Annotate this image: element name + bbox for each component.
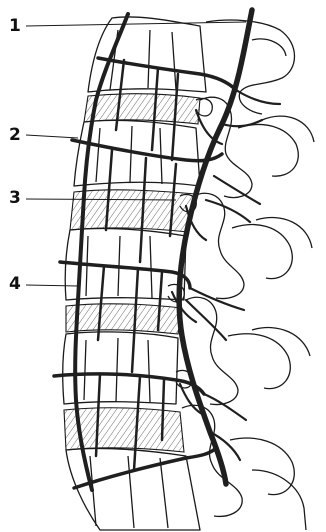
vertebral-body	[88, 17, 206, 92]
segmental-vessel	[98, 58, 236, 90]
vertebral-body	[63, 332, 178, 404]
leader-line-2	[26, 135, 78, 138]
leader-line-1	[26, 22, 246, 26]
callout-label-4: 4	[9, 276, 21, 293]
callout-label-3: 3	[9, 190, 21, 207]
intervertebral-disc	[84, 94, 200, 124]
longitudinal-vessel	[179, 10, 252, 484]
posterior-arch	[194, 193, 244, 298]
posterior-arch	[182, 405, 242, 516]
callout-label-2: 2	[9, 127, 21, 144]
leader-line-4	[26, 285, 78, 286]
posterior-arch	[206, 20, 295, 114]
intervertebral-disc	[70, 190, 196, 232]
callout-label-1: 1	[9, 18, 21, 35]
intervertebral-disc	[66, 304, 182, 334]
